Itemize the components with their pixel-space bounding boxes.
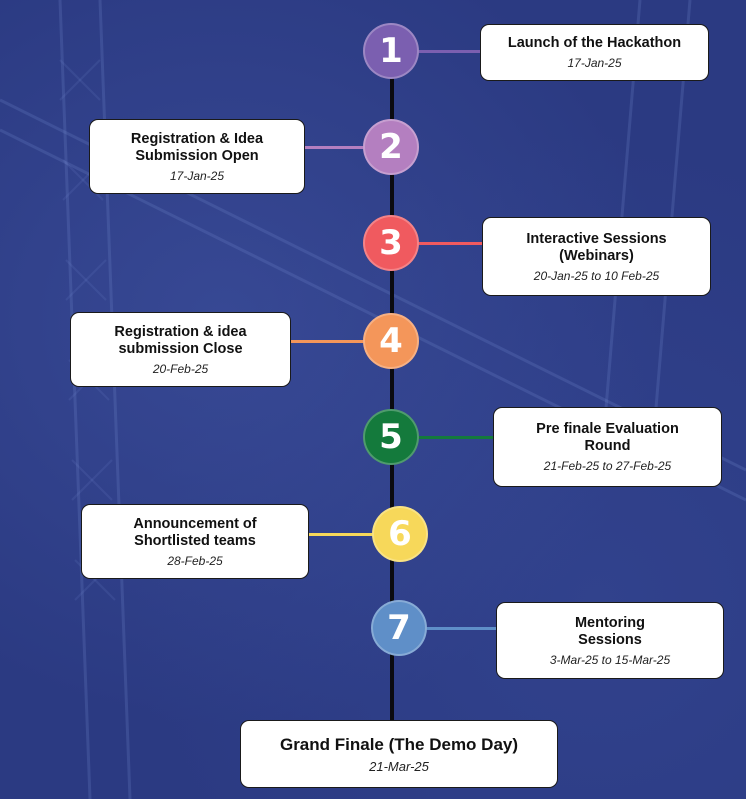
milestone-title: Launch of the Hackathon xyxy=(507,35,682,51)
milestone-number-4: 4 xyxy=(363,313,419,369)
connector-7 xyxy=(426,627,498,630)
finale-card: Grand Finale (The Demo Day) 21-Mar-25 xyxy=(240,720,558,788)
milestone-title: Announcement of Shortlisted teams xyxy=(133,515,257,549)
connector-1 xyxy=(418,50,482,53)
milestone-date: 17-Jan-25 xyxy=(567,56,622,70)
connector-6 xyxy=(307,533,375,536)
milestone-date: 20-Jan-25 to 10 Feb-25 xyxy=(533,268,660,283)
finale-title: Grand Finale (The Demo Day) xyxy=(279,734,519,754)
milestone-number-3: 3 xyxy=(363,215,419,271)
milestone-title: Registration & idea submission Close xyxy=(114,323,247,357)
milestone-card-4: Registration & idea submission Close 20-… xyxy=(70,312,291,387)
milestone-number-6: 6 xyxy=(372,506,428,562)
connector-3 xyxy=(418,242,484,245)
milestone-card-5: Pre finale Evaluation Round 21-Feb-25 to… xyxy=(493,407,722,487)
milestone-number-5: 5 xyxy=(363,409,419,465)
milestone-card-6: Announcement of Shortlisted teams 28-Feb… xyxy=(81,504,309,579)
milestone-date: 28-Feb-25 xyxy=(167,553,223,568)
timeline-spine xyxy=(390,48,394,738)
milestone-date: 3-Mar-25 to 15-Mar-25 xyxy=(549,652,671,667)
connector-4 xyxy=(289,340,365,343)
milestone-card-2: Registration & Idea Submission Open 17-J… xyxy=(89,119,305,194)
milestone-number-1: 1 xyxy=(363,23,419,79)
milestone-card-3: Interactive Sessions (Webinars) 20-Jan-2… xyxy=(482,217,711,296)
milestone-number-7: 7 xyxy=(371,600,427,656)
milestone-title: Registration & Idea Submission Open xyxy=(130,130,264,164)
milestone-title: Interactive Sessions (Webinars) xyxy=(526,230,667,264)
connector-2 xyxy=(303,146,365,149)
finale-date: 21-Mar-25 xyxy=(369,758,429,774)
milestone-title: Pre finale Evaluation Round xyxy=(536,421,679,454)
milestone-title: Mentoring Sessions xyxy=(574,614,646,648)
milestone-card-7: Mentoring Sessions 3-Mar-25 to 15-Mar-25 xyxy=(496,602,724,679)
milestone-date: 21-Feb-25 to 27-Feb-25 xyxy=(543,459,672,473)
connector-5 xyxy=(418,436,496,439)
milestone-date: 17-Jan-25 xyxy=(169,168,225,183)
milestone-date: 20-Feb-25 xyxy=(152,361,209,376)
milestone-number-2: 2 xyxy=(363,119,419,175)
milestone-card-1: Launch of the Hackathon 17-Jan-25 xyxy=(480,24,709,81)
